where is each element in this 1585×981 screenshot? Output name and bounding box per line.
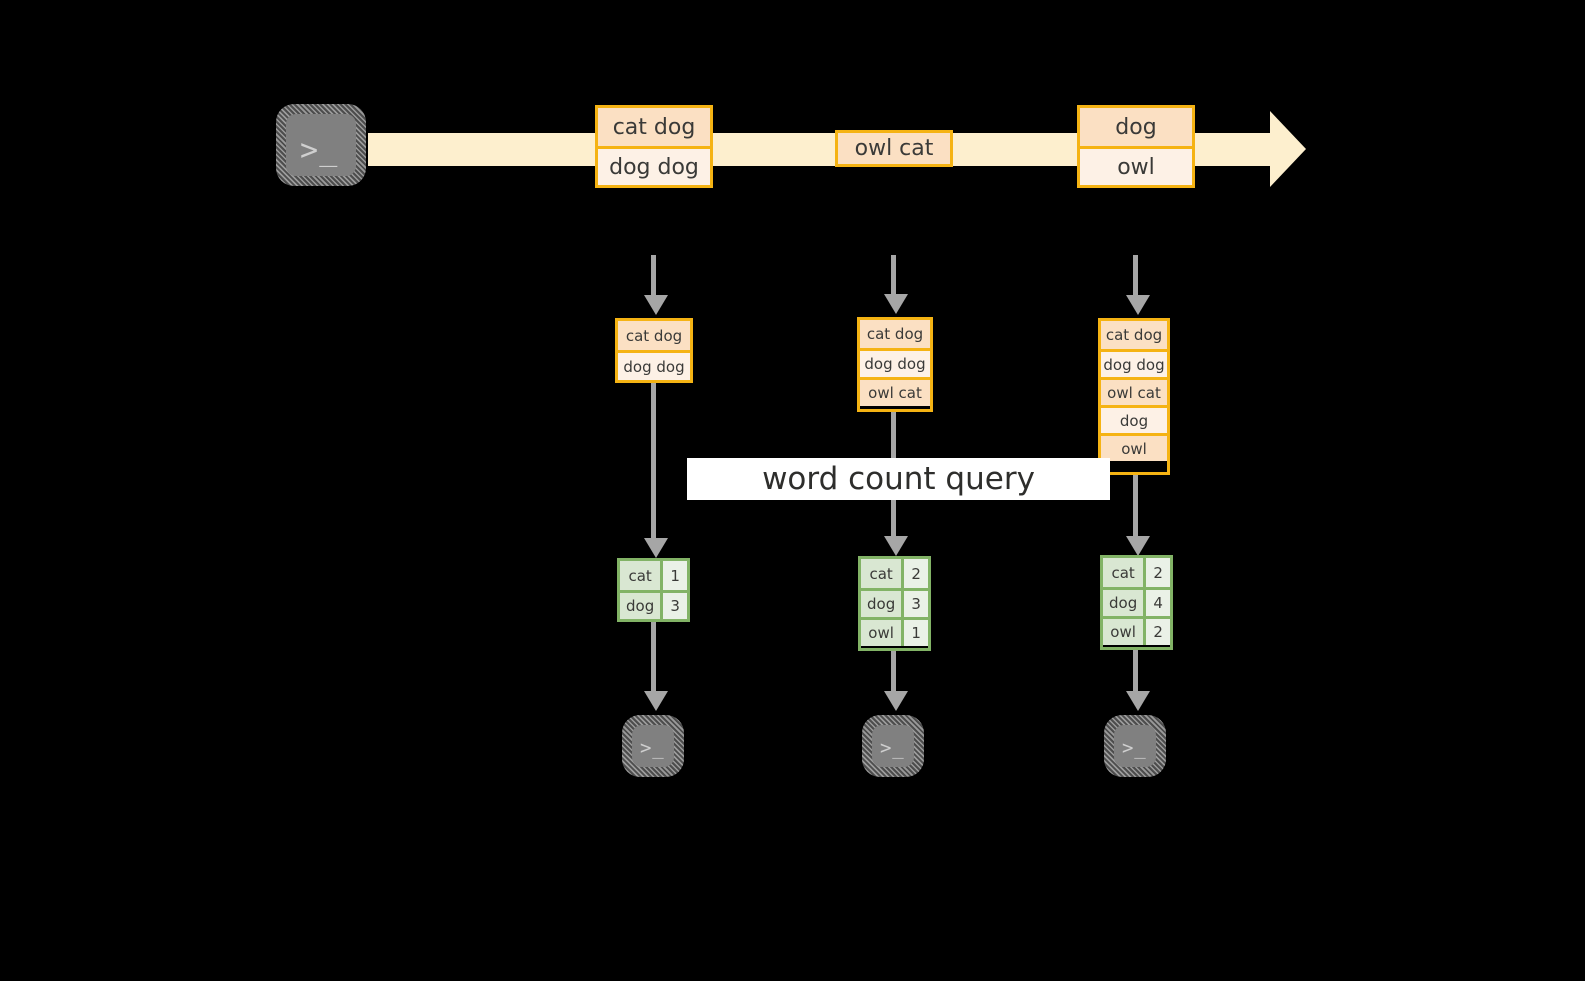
table-row: dog 3 [620,590,687,619]
snapshot-1-output-line [651,622,656,694]
snapshot-2-feed-arrowhead [884,294,908,314]
snapshot-input-row: cat dog [1101,321,1167,349]
terminal-prompt-glyph: >_ [640,737,665,759]
snapshot-3-feed-line [1133,255,1138,297]
table-row: owl 2 [1103,616,1170,645]
snapshot-3-input-box[interactable]: cat dog dog dog owl cat dog owl [1098,318,1170,475]
snapshot-3-query-arrowhead [1126,536,1150,556]
table-cell-word: dog [620,593,661,619]
table-cell-word: cat [620,561,661,590]
stream-event-row: owl cat [838,133,950,164]
snapshot-input-row: dog [1101,405,1167,433]
snapshot-3-feed-arrowhead [1126,295,1150,315]
snapshot-1-query-arrowhead [644,538,668,558]
terminal-prompt-glyph: >_ [880,737,905,759]
table-cell-word: cat [1103,558,1144,587]
table-cell-word: owl [1103,619,1144,645]
table-row: owl 1 [861,617,928,646]
table-cell-count: 2 [1143,619,1170,645]
snapshot-1-feed-line [651,255,656,297]
snapshot-2-output-line [891,651,896,694]
snapshot-1-query-line [651,383,656,541]
table-cell-word: dog [861,591,902,617]
query-label: word count query [687,458,1110,500]
snapshot-2-feed-line [891,255,896,297]
snapshot-1-output-arrowhead [644,691,668,711]
stream-event-row: owl [1080,146,1192,185]
table-cell-word: owl [861,620,902,646]
table-cell-word: dog [1103,590,1144,616]
table-cell-count: 4 [1143,590,1170,616]
stream-event-group-2[interactable]: owl cat [835,130,953,167]
snapshot-1-result-table[interactable]: cat 1 dog 3 [617,558,690,622]
table-cell-count: 3 [660,593,687,619]
terminal-prompt-glyph: >_ [1122,737,1147,759]
snapshot-input-row: cat dog [618,321,690,350]
snapshot-input-row: dog dog [1101,349,1167,377]
table-cell-count: 1 [901,620,928,646]
table-row: dog 4 [1103,587,1170,616]
snapshot-3-consumer-terminal-icon[interactable]: >_ [1104,715,1166,777]
snapshot-input-row: owl cat [1101,377,1167,405]
table-cell-count: 1 [660,561,687,590]
stream-ribbon-arrowhead [1270,111,1306,187]
snapshot-2-query-arrowhead [884,536,908,556]
table-row: dog 3 [861,588,928,617]
stream-event-group-1[interactable]: cat dog dog dog [595,105,713,188]
producer-terminal-icon[interactable]: >_ [276,104,366,186]
snapshot-2-input-box[interactable]: cat dog dog dog owl cat [857,317,933,412]
snapshot-input-row: cat dog [860,320,930,348]
stream-event-row: cat dog [598,108,710,146]
table-row: cat 1 [620,561,687,590]
snapshot-1-input-box[interactable]: cat dog dog dog [615,318,693,383]
snapshot-2-consumer-terminal-icon[interactable]: >_ [862,715,924,777]
terminal-prompt-glyph: >_ [300,133,339,168]
snapshot-2-result-table[interactable]: cat 2 dog 3 owl 1 [858,556,931,651]
terminal-face [286,114,356,176]
table-row: cat 2 [1103,558,1170,587]
snapshot-input-row: owl [1101,433,1167,461]
snapshot-input-row: dog dog [618,350,690,380]
stream-event-row: dog [1080,108,1192,146]
snapshot-1-consumer-terminal-icon[interactable]: >_ [622,715,684,777]
snapshot-3-output-line [1133,650,1138,694]
stream-event-row: dog dog [598,146,710,185]
snapshot-input-row: owl cat [860,377,930,406]
terminal-face [632,725,674,767]
terminal-face [1114,725,1156,767]
snapshot-1-feed-arrowhead [644,295,668,315]
snapshot-2-output-arrowhead [884,691,908,711]
terminal-face [872,725,914,767]
table-cell-word: cat [861,559,902,588]
snapshot-3-result-table[interactable]: cat 2 dog 4 owl 2 [1100,555,1173,650]
snapshot-3-query-line [1133,475,1138,539]
table-row: cat 2 [861,559,928,588]
snapshot-input-row: dog dog [860,348,930,377]
table-cell-count: 2 [1143,558,1170,587]
snapshot-3-output-arrowhead [1126,691,1150,711]
stream-event-group-3[interactable]: dog owl [1077,105,1195,188]
table-cell-count: 2 [901,559,928,588]
table-cell-count: 3 [901,591,928,617]
